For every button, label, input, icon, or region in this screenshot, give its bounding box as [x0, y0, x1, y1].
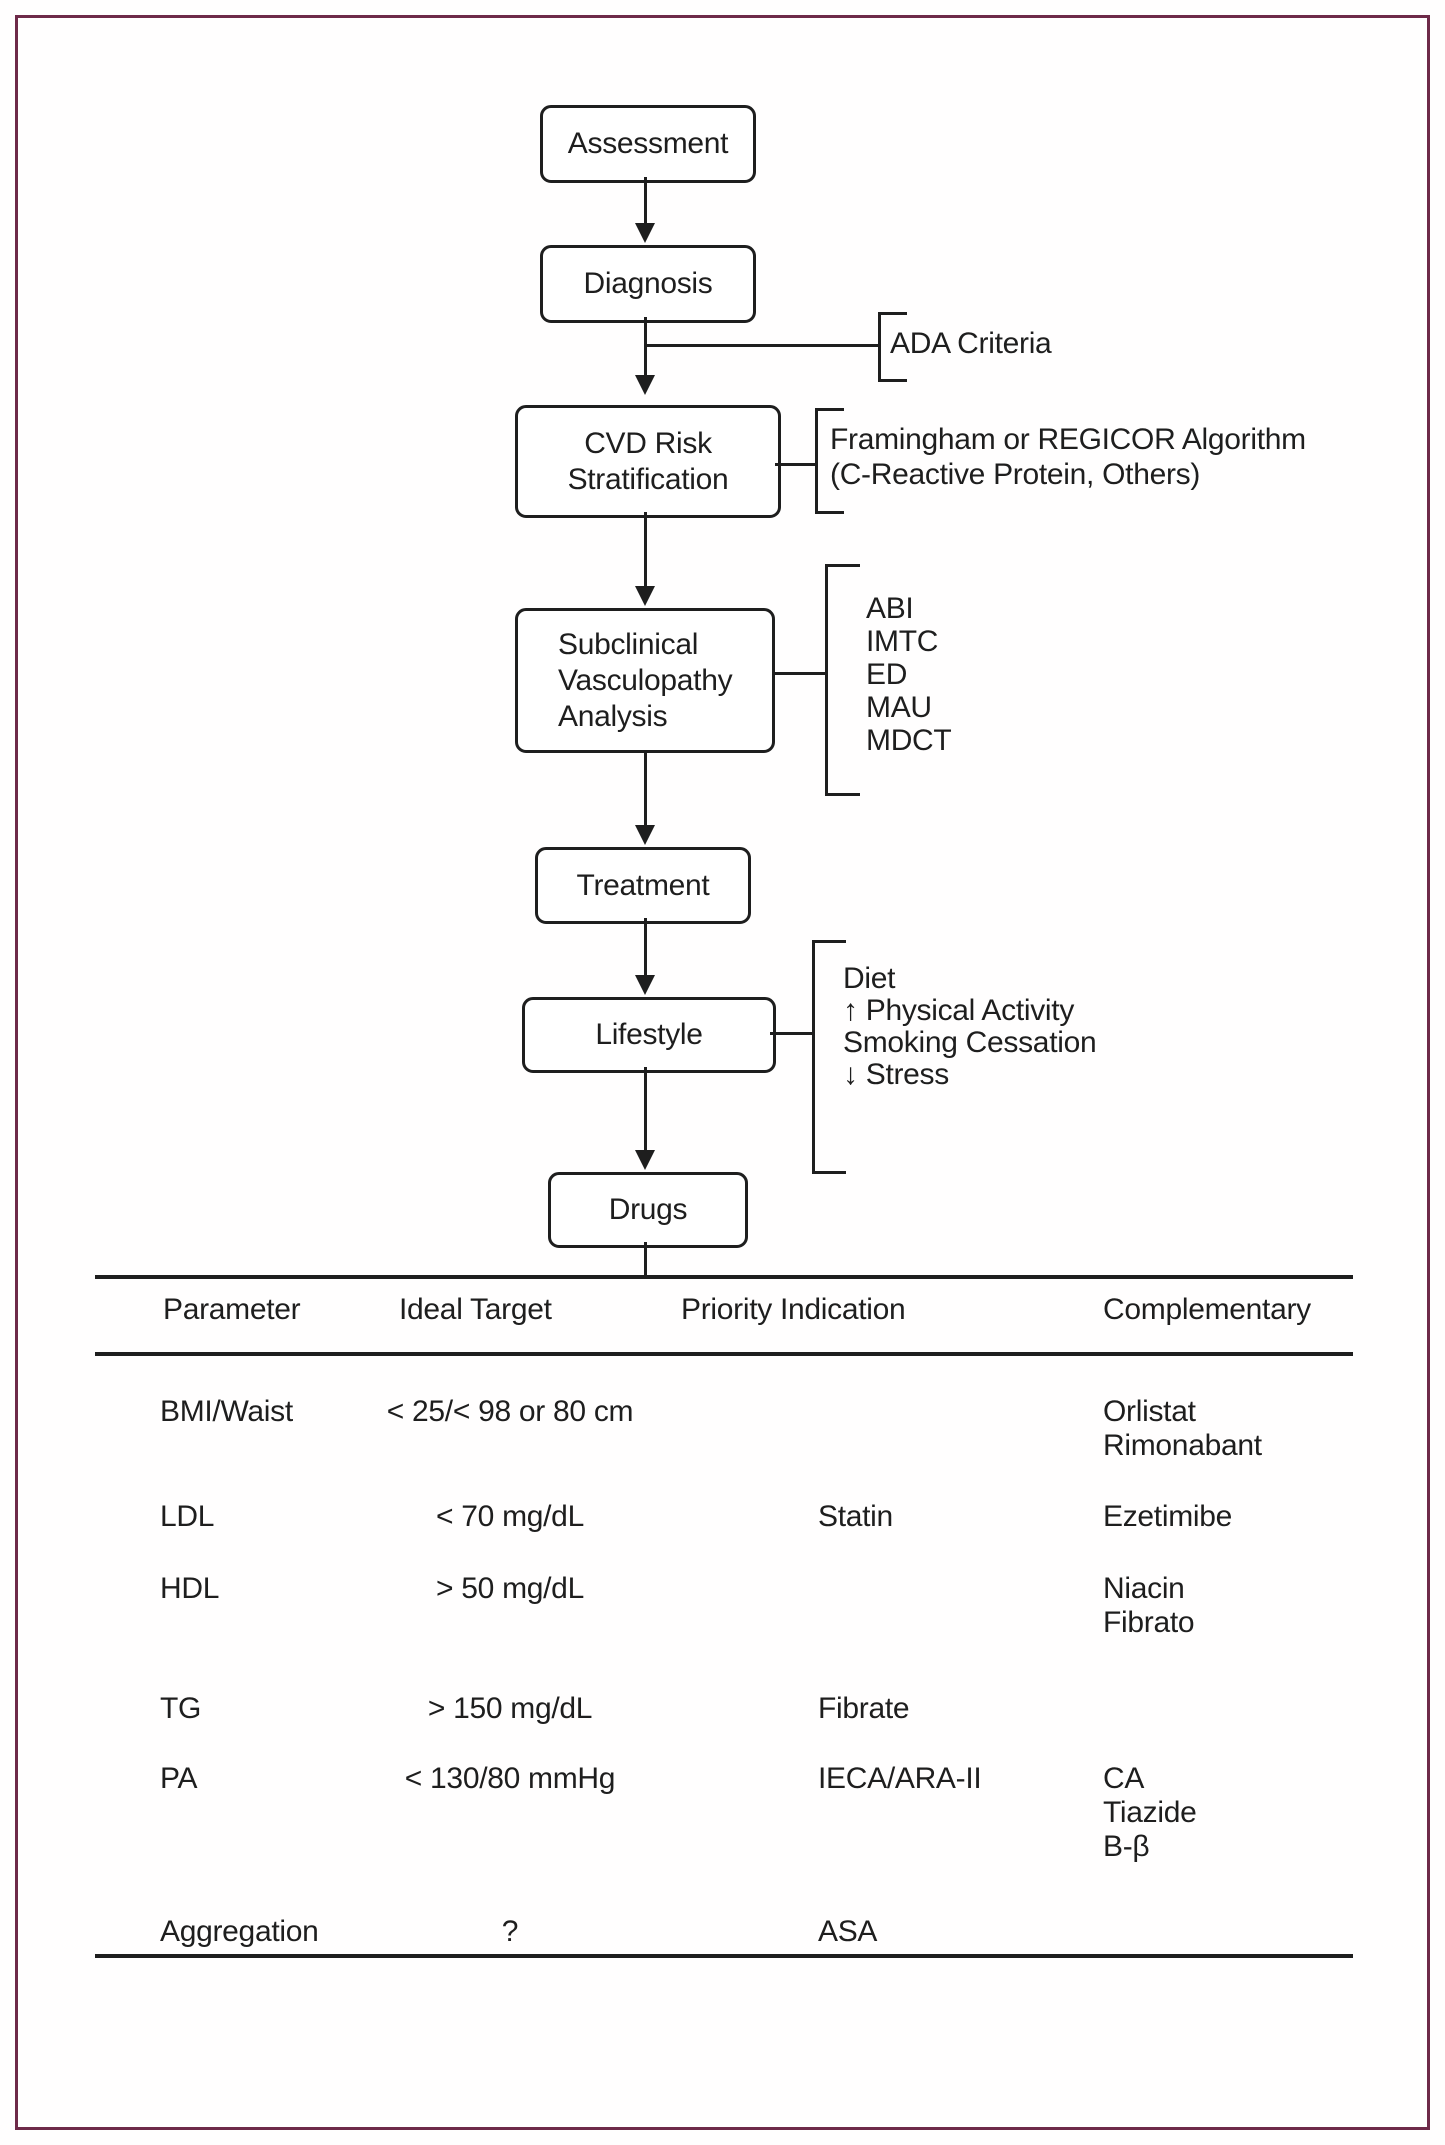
arrow-down-icon	[635, 1150, 655, 1170]
annotation-lifestyle-measures: Diet ↑ Physical Activity Smoking Cessati…	[843, 962, 1097, 1091]
node-diagnosis: Diagnosis	[540, 245, 756, 323]
cell-complementary: Niacin Fibrato	[1103, 1572, 1195, 1640]
arrow-down-icon	[635, 223, 655, 243]
annotation-ada-criteria: ADA Criteria	[890, 327, 1052, 360]
table-rule-bottom	[95, 1954, 1353, 1958]
annotation-risk-algorithm-line2: (C-Reactive Protein, Others)	[830, 458, 1201, 491]
connector-diagnosis-cvd	[644, 317, 647, 377]
cell-parameter: TG	[160, 1692, 202, 1725]
cell-priority: ASA	[818, 1915, 878, 1948]
connector-lifestyle-drugs	[644, 1067, 647, 1152]
connector-assessment-diagnosis	[644, 177, 647, 224]
cell-target: > 150 mg/dL	[427, 1692, 593, 1725]
cell-priority: Statin	[818, 1500, 893, 1533]
cell-parameter: Aggregation	[160, 1915, 319, 1948]
test-item: ABI	[866, 592, 914, 625]
node-cvd-risk-line2: Stratification	[567, 462, 729, 496]
arrow-down-icon	[635, 586, 655, 606]
arrow-down-icon	[635, 825, 655, 845]
measure-item: Diet	[843, 962, 896, 995]
header-complementary: Complementary	[1103, 1293, 1311, 1326]
complementary-item: Rimonabant	[1103, 1429, 1262, 1462]
cell-target: < 25/< 98 or 80 cm	[386, 1395, 634, 1428]
complementary-item: CA	[1103, 1762, 1145, 1795]
cell-parameter: PA	[160, 1762, 198, 1795]
node-assessment-label: Assessment	[567, 127, 729, 160]
node-lifestyle-label: Lifestyle	[595, 1018, 703, 1051]
test-item: MAU	[866, 691, 932, 724]
node-subclinical-vasculopathy: Subclinical Vasculopathy Analysis	[515, 608, 775, 753]
cell-parameter: BMI/Waist	[160, 1395, 293, 1428]
table-rule-header	[95, 1352, 1353, 1356]
header-parameter: Parameter	[163, 1293, 301, 1326]
complementary-item: B-β	[1103, 1830, 1150, 1863]
bracket-tests	[825, 564, 860, 796]
cell-parameter: LDL	[160, 1500, 215, 1533]
connector-drugs-table	[644, 1242, 647, 1278]
measure-item: ↑ Physical Activity	[843, 994, 1075, 1027]
cell-complementary: Orlistat Rimonabant	[1103, 1395, 1262, 1463]
cell-priority: IECA/ARA-II	[818, 1762, 982, 1795]
complementary-item: Orlistat	[1103, 1395, 1196, 1428]
complementary-item: Tiazide	[1103, 1796, 1197, 1829]
branch-cvd-algorithm	[775, 463, 815, 466]
branch-lifestyle-measures	[770, 1032, 812, 1035]
annotation-vasculopathy-tests: ABI IMTC ED MAU MDCT	[866, 592, 952, 757]
complementary-item: Fibrato	[1103, 1606, 1195, 1639]
test-item: IMTC	[866, 625, 939, 658]
cell-parameter: HDL	[160, 1572, 220, 1605]
node-treatment: Treatment	[535, 847, 751, 924]
cell-priority: Fibrate	[818, 1692, 910, 1725]
node-cvd-risk-line1: CVD Risk	[584, 426, 712, 460]
cell-target: ?	[501, 1915, 519, 1948]
table-rule-top	[95, 1275, 1353, 1279]
annotation-risk-algorithm: Framingham or REGICOR Algorithm (C-React…	[830, 422, 1306, 492]
cell-target: > 50 mg/dL	[436, 1572, 584, 1605]
cell-target: < 70 mg/dL	[436, 1500, 584, 1533]
node-diagnosis-label: Diagnosis	[583, 267, 713, 300]
node-lifestyle: Lifestyle	[522, 997, 776, 1073]
bracket-algorithm	[815, 408, 844, 514]
node-drugs-label: Drugs	[608, 1193, 688, 1226]
cell-target: < 130/80 mmHg	[404, 1762, 616, 1795]
node-subclinical-line2: Vasculopathy	[558, 663, 733, 697]
bracket-measures	[812, 940, 846, 1174]
cell-complementary: CA Tiazide B-β	[1103, 1762, 1197, 1864]
node-subclinical-line3: Analysis	[558, 699, 668, 733]
test-item: MDCT	[866, 724, 952, 757]
node-subclinical-line1: Subclinical	[558, 627, 699, 661]
connector-treatment-lifestyle	[644, 918, 647, 977]
branch-diagnosis-ada	[644, 344, 878, 347]
node-cvd-risk-stratification: CVD Risk Stratification	[515, 405, 781, 518]
measure-item: ↓ Stress	[843, 1058, 949, 1091]
figure-border-frame	[15, 15, 1430, 2130]
connector-cvd-subclinical	[644, 512, 647, 588]
header-ideal-target: Ideal Target	[399, 1293, 552, 1326]
header-priority-indication: Priority Indication	[681, 1293, 906, 1326]
bracket-ada	[878, 312, 907, 382]
test-item: ED	[866, 658, 908, 691]
arrow-down-icon	[635, 975, 655, 995]
branch-subclinical-tests	[775, 672, 825, 675]
arrow-down-icon	[635, 375, 655, 395]
annotation-risk-algorithm-line1: Framingham or REGICOR Algorithm	[830, 423, 1306, 456]
connector-subclinical-treatment	[644, 753, 647, 827]
measure-item: Smoking Cessation	[843, 1026, 1097, 1059]
node-assessment: Assessment	[540, 105, 756, 183]
node-treatment-label: Treatment	[576, 868, 710, 902]
node-drugs: Drugs	[548, 1172, 748, 1248]
cell-complementary: Ezetimibe	[1103, 1500, 1233, 1533]
complementary-item: Niacin	[1103, 1572, 1185, 1605]
